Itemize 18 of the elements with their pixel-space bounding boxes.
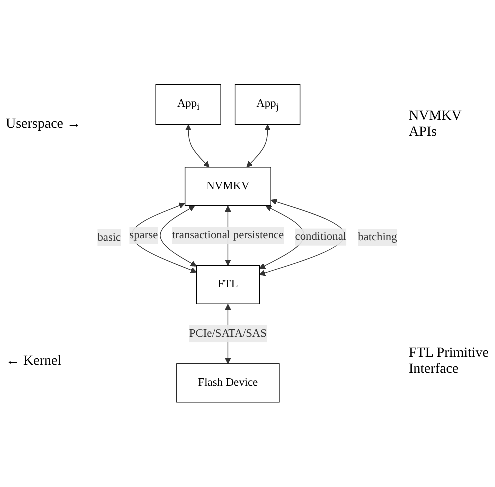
node-box: FTL: [196, 265, 260, 304]
layer-label: Userspace →: [6, 116, 82, 133]
arrow: [160, 206, 197, 267]
edge-label: basic: [98, 232, 122, 244]
edge-label: sparse: [130, 229, 158, 242]
node-box: App$_{i}$: [156, 84, 222, 125]
interface-label: FTL Primitive Interface: [409, 346, 489, 378]
node-box: App$_{j}$: [234, 84, 301, 125]
node-box: Flash Device: [176, 364, 280, 403]
arrow: [185, 124, 210, 168]
edge-label: batching: [358, 231, 398, 244]
layer-label: ← Kernel: [6, 354, 63, 370]
edge-label: conditional: [295, 230, 347, 243]
edge-label: transactional persistence: [172, 229, 284, 242]
arrow: [246, 124, 271, 168]
node-box: NVMKV: [184, 167, 272, 206]
interface-label: NVMKV APIs: [409, 108, 463, 141]
edge-label: PCIe/SATA/SAS: [189, 328, 267, 340]
